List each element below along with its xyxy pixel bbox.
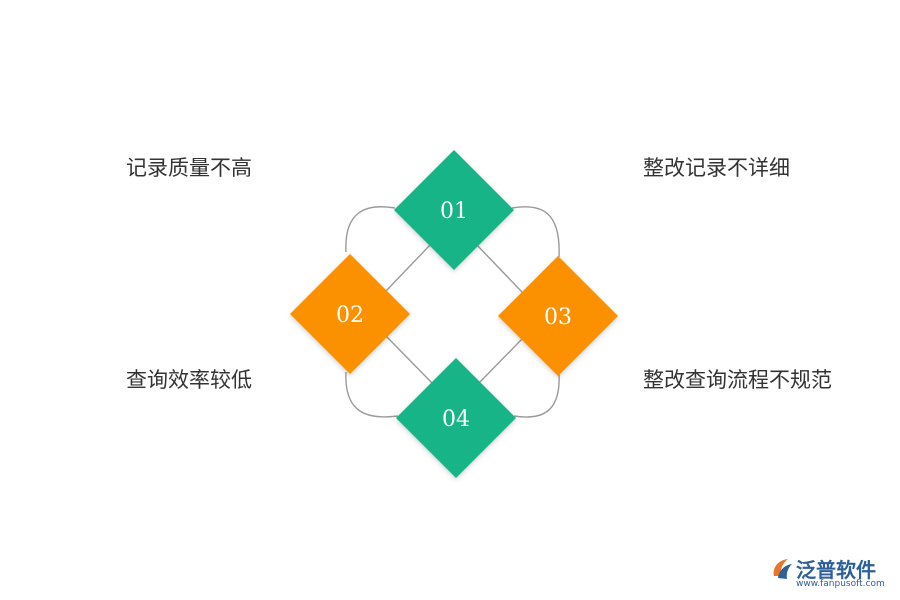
node-03: 03 bbox=[498, 256, 618, 376]
node-04-number: 04 bbox=[442, 407, 470, 432]
connector-outer-top-right bbox=[511, 206, 560, 258]
connector-outer-bottom-right bbox=[513, 373, 560, 418]
connector-inner-top-left bbox=[385, 243, 432, 292]
connector-inner-bottom-right bbox=[477, 338, 523, 385]
node-02: 02 bbox=[290, 254, 410, 374]
label-bottom-right: 整改查询流程不规范 bbox=[643, 368, 832, 392]
brand-url: www.fanpusoft.com bbox=[796, 579, 885, 589]
label-top-left: 记录质量不高 bbox=[126, 156, 252, 180]
connector-outer-bottom-left bbox=[345, 371, 399, 418]
node-02-number: 02 bbox=[336, 303, 364, 328]
node-02-diamond bbox=[290, 254, 410, 374]
node-03-number: 03 bbox=[544, 305, 572, 330]
connector-outer-top-left bbox=[345, 206, 396, 253]
node-04-diamond bbox=[396, 358, 516, 478]
label-bottom-left: 查询效率较低 bbox=[126, 368, 252, 392]
node-01-number: 01 bbox=[440, 199, 468, 224]
node-03-diamond bbox=[498, 256, 618, 376]
connector-inner-bottom-left bbox=[385, 335, 434, 385]
brand-name: 泛普软件 bbox=[796, 558, 876, 582]
fanpu-logo-icon bbox=[773, 559, 792, 579]
label-top-right: 整改记录不详细 bbox=[643, 156, 790, 180]
connector-inner-top-right bbox=[475, 243, 523, 293]
node-01-diamond bbox=[394, 150, 514, 270]
brand-logo: 泛普软件 www.fanpusoft.com bbox=[770, 552, 900, 596]
node-01: 01 bbox=[394, 150, 514, 270]
node-04: 04 bbox=[396, 358, 516, 478]
